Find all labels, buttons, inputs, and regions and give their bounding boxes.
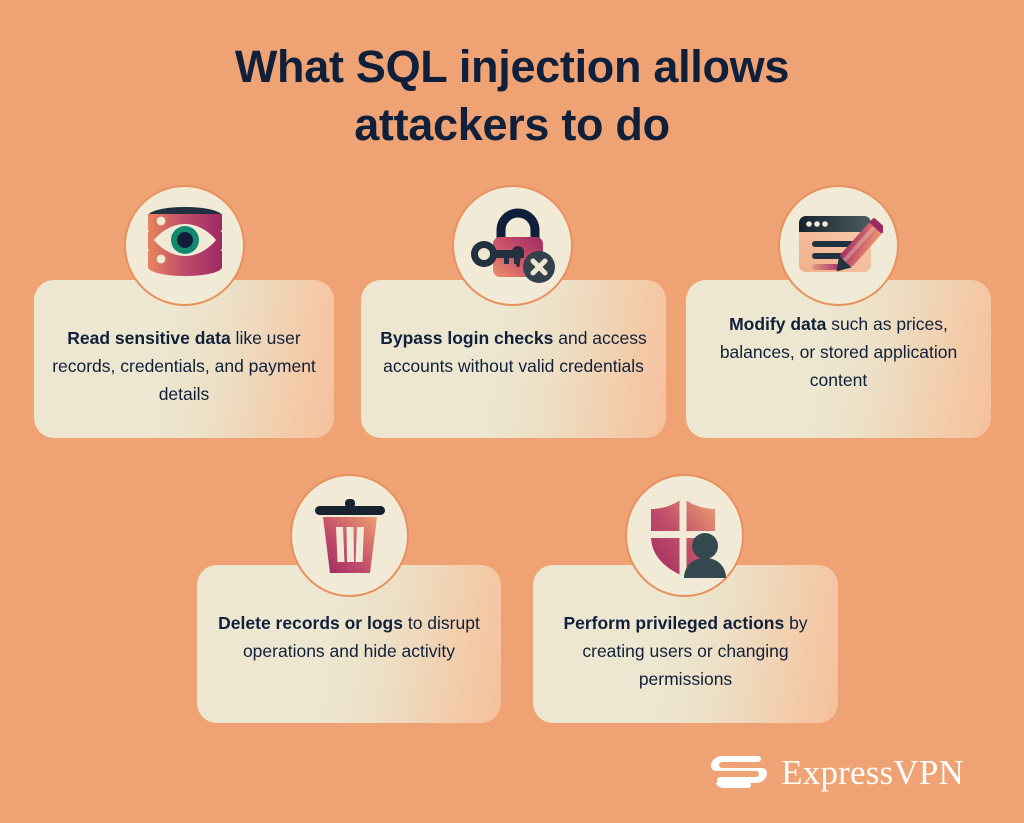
page-title: What SQL injection allows attackers to d… [0, 38, 1024, 154]
expressvpn-logo: ExpressVPN [711, 748, 964, 797]
card-bypass-login-checks: Bypass login checks and access accounts … [361, 280, 666, 438]
database-eye-icon [142, 206, 228, 285]
browser-pencil-edit-icon [795, 210, 883, 282]
card-text: Read sensitive data like user records, c… [50, 324, 318, 408]
card-lead-text: Perform privileged actions [563, 613, 785, 633]
icon-circle-modify-data [778, 185, 899, 306]
card-read-sensitive-data: Read sensitive data like user records, c… [34, 280, 334, 438]
page-title-line-1: What SQL injection allows [234, 41, 790, 92]
card-rest-text: such as prices, balances, or stored appl… [719, 314, 958, 390]
card-lead-text: Bypass login checks [380, 328, 554, 348]
icon-circle-bypass-login-checks [452, 185, 573, 306]
expressvpn-wordmark: ExpressVPN [781, 753, 964, 792]
trash-can-icon [312, 496, 388, 576]
card-text: Bypass login checks and access accounts … [377, 324, 650, 380]
lock-key-denied-icon [467, 206, 559, 286]
card-modify-data: Modify data such as prices, balances, or… [686, 280, 991, 438]
card-delete-records-or-logs: Delete records or logs to disrupt operat… [197, 565, 501, 723]
card-lead-text: Delete records or logs [218, 613, 403, 633]
icon-circle-perform-privileged-actions [625, 474, 744, 597]
expressvpn-e-mark-icon [711, 748, 768, 797]
page-title-line-2: attackers to do [354, 99, 670, 150]
card-rest-text: like user records, credentials, and paym… [52, 328, 316, 404]
shield-user-icon [643, 494, 727, 578]
icon-circle-read-sensitive-data [124, 185, 245, 306]
card-text: Modify data such as prices, balances, or… [702, 310, 975, 394]
card-lead-text: Modify data [729, 314, 827, 334]
card-text: Perform privileged actions by creating u… [549, 609, 822, 693]
card-perform-privileged-actions: Perform privileged actions by creating u… [533, 565, 838, 723]
card-rest-text: to disrupt operations and hide activity [242, 613, 480, 661]
card-lead-text: Read sensitive data [67, 328, 231, 348]
icon-circle-delete-records-or-logs [290, 474, 409, 597]
card-text: Delete records or logs to disrupt operat… [213, 609, 485, 665]
card-rest-text: and access accounts without valid creden… [383, 328, 647, 376]
card-rest-text: by creating users or changing permission… [582, 613, 808, 689]
